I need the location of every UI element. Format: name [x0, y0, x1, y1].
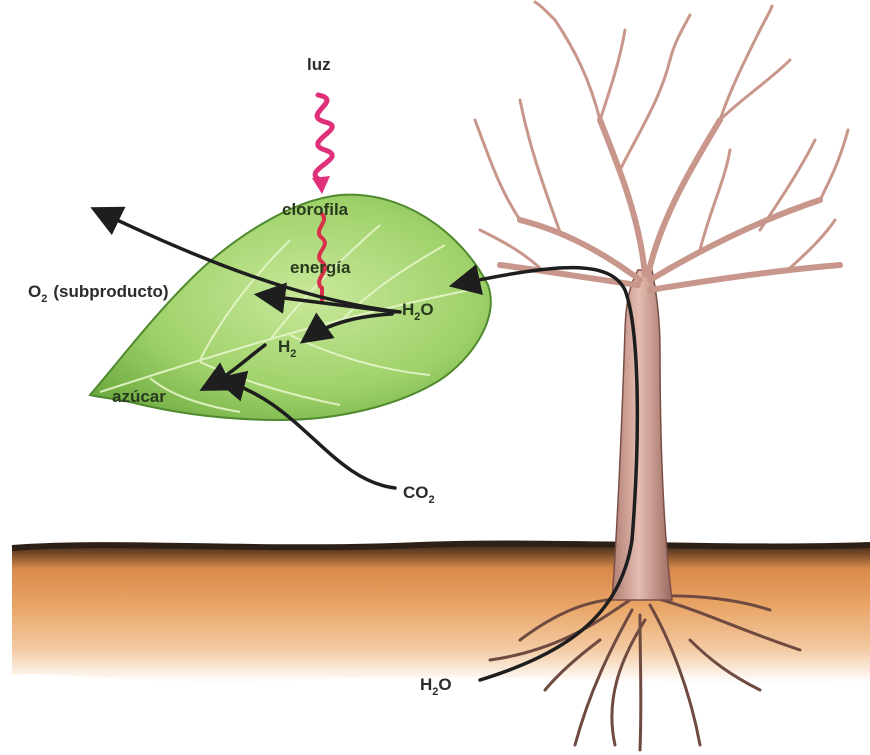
chlorophyll-label: clorofila [282, 200, 349, 219]
light-wave [315, 95, 332, 188]
energy-label: energía [290, 258, 351, 277]
soil [12, 544, 870, 683]
oxygen-label: O2 (subproducto) [28, 282, 169, 305]
water-root-o: O [438, 675, 451, 694]
co2-label: CO2 [403, 483, 435, 506]
water-leaf-h: H [402, 300, 414, 319]
oxygen-note: (subproducto) [53, 282, 168, 301]
co2-symbol: CO [403, 483, 429, 502]
hydrogen-subscript: 2 [290, 348, 296, 360]
sugar-label: azúcar [112, 387, 166, 406]
light-arrowhead [312, 176, 330, 194]
co2-subscript: 2 [429, 494, 435, 506]
water-root-label: H2O [420, 675, 452, 698]
oxygen-symbol: O [28, 282, 41, 301]
oxygen-subscript: 2 [41, 293, 47, 305]
water-root-h: H [420, 675, 432, 694]
water-leaf-o: O [420, 300, 433, 319]
tree [475, 2, 848, 600]
hydrogen-symbol: H [278, 337, 290, 356]
light-label: luz [307, 55, 331, 74]
